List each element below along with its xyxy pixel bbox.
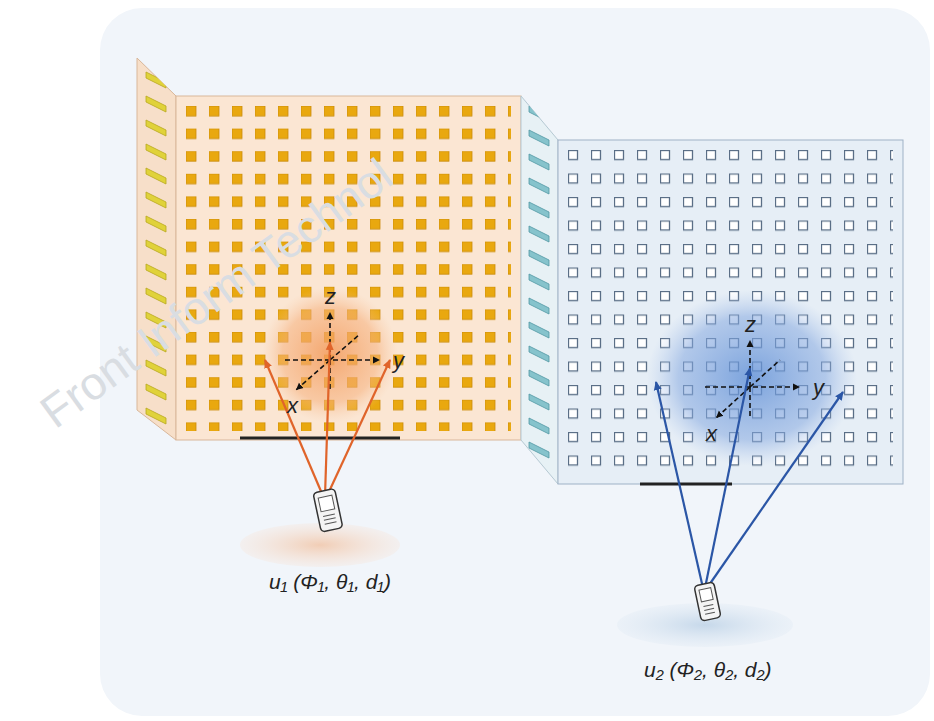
axis-label: y	[393, 348, 404, 374]
axis-label: y	[813, 375, 824, 401]
axis-label: z	[745, 312, 756, 338]
user-label: u₂ (Φ₂, θ₂, d₂)	[644, 658, 772, 682]
user-label: u₁ (Φ₁, θ₁, d₁)	[269, 570, 391, 594]
axis-label: x	[706, 421, 717, 447]
axis-label: x	[287, 393, 298, 419]
axis-label: z	[325, 284, 336, 310]
